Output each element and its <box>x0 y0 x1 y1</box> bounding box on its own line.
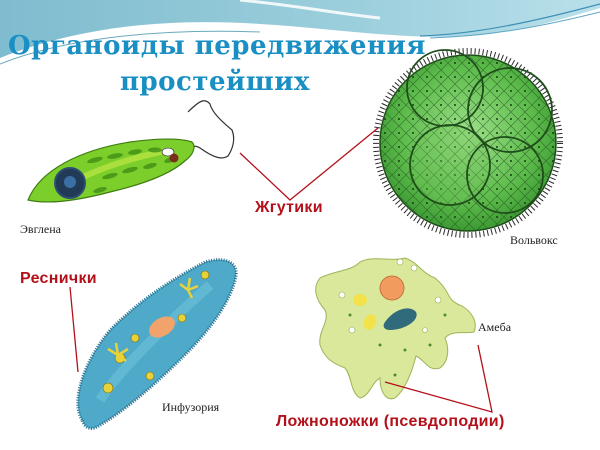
label-cilia: Реснички <box>20 270 97 287</box>
caption-paramecium: Инфузория <box>162 400 220 414</box>
caption-volvox: Вольвокс <box>510 233 558 247</box>
slide-title-line1: Органоиды передвижения <box>8 31 426 61</box>
label-pseudopodia: Ложноножки (псевдоподии) <box>276 413 505 430</box>
header-wave <box>0 0 600 65</box>
caption-euglena: Эвглена <box>20 222 61 236</box>
slide-title-line2: простейших <box>119 67 311 97</box>
label-flagella: Жгутики <box>255 199 323 216</box>
caption-amoeba: Амеба <box>478 320 512 334</box>
